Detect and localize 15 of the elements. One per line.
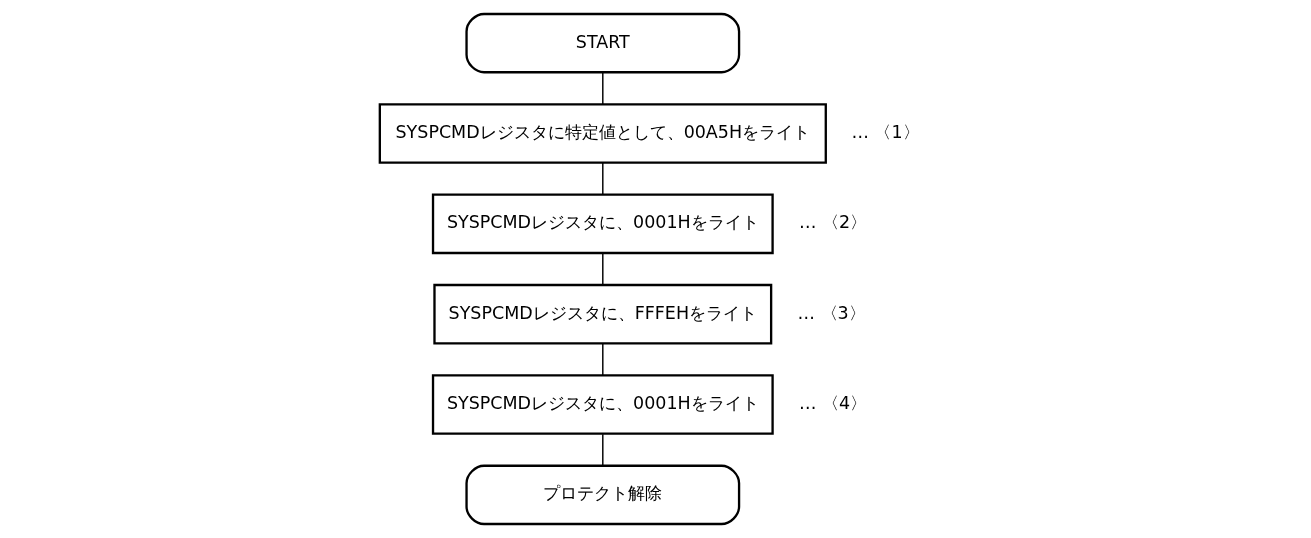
node-box: SYSPCMDレジスタに、0001Hをライト — [431, 374, 774, 435]
node-label: … 〈3〉 — [797, 302, 866, 323]
node-box: SYSPCMDレジスタに、FFFEHをライト — [432, 283, 772, 345]
connector — [601, 71, 604, 105]
node-box: プロテクト解除 — [464, 464, 740, 526]
connector — [601, 343, 604, 376]
node-label: … 〈2〉 — [798, 212, 867, 233]
connector — [601, 162, 604, 195]
connector — [601, 433, 604, 467]
node-label: … 〈4〉 — [798, 393, 867, 414]
node-box: SYSPCMDレジスタに、0001Hをライト — [431, 193, 774, 255]
node-box: START — [464, 12, 740, 74]
node-box: SYSPCMDレジスタに特定値として、00A5Hをライト — [378, 103, 827, 164]
connector — [601, 252, 604, 286]
node-label: … 〈1〉 — [850, 121, 920, 142]
